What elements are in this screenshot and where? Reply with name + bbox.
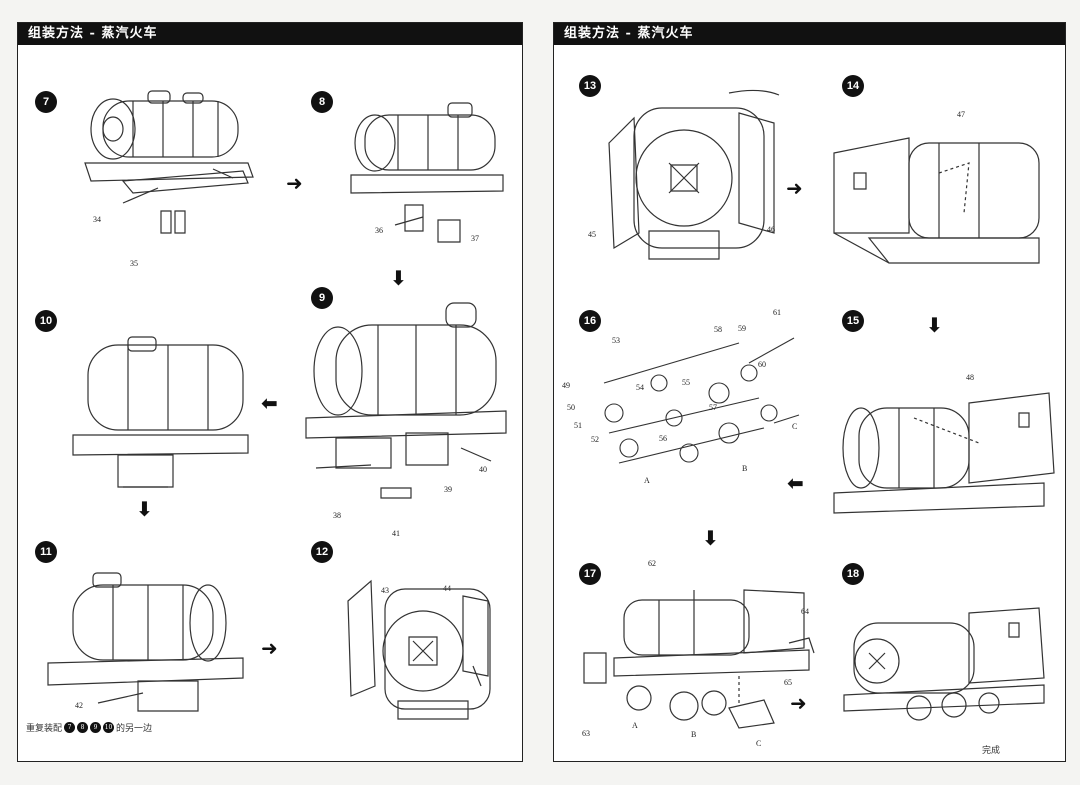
part-label-63: 63 <box>582 729 590 738</box>
step-14-illustration <box>829 123 1044 283</box>
part-label-37: 37 <box>471 234 479 243</box>
step-12-badge: 12 <box>311 541 333 563</box>
repeat-step-9-dot: 9 <box>90 722 102 733</box>
part-label-C-step17: C <box>756 739 762 748</box>
repeat-step-7-dot: 7 <box>64 722 76 733</box>
part-label-39: 39 <box>444 485 452 494</box>
flow-arrow-down-16-17: ⬇ <box>702 526 719 550</box>
part-label-36: 36 <box>375 226 383 235</box>
flow-arrow-left-9-10: ⬅ <box>261 391 278 415</box>
part-label-B-step17: B <box>691 730 697 739</box>
flow-arrow-right-17-18: ➜ <box>790 691 807 715</box>
part-label-A-step17: A <box>632 721 638 730</box>
part-label-52: 52 <box>591 435 599 444</box>
part-label-55: 55 <box>682 378 690 387</box>
part-label-A-step16: A <box>644 476 650 485</box>
part-label-48: 48 <box>966 373 974 382</box>
step-18-illustration <box>839 603 1049 733</box>
step-8-badge: 8 <box>311 91 333 113</box>
part-label-43: 43 <box>381 586 389 595</box>
part-label-57: 57 <box>709 403 717 412</box>
part-label-49: 49 <box>562 381 570 390</box>
flow-arrow-right-7-8: ➜ <box>286 171 303 195</box>
instruction-page-right: 组装方法 - 蒸汽火车 13 45 46 ➜ 14 47 16 <box>553 22 1066 762</box>
part-label-35: 35 <box>130 259 138 268</box>
step-8-illustration <box>343 95 508 245</box>
repeat-note-suffix: 的另一边 <box>116 724 153 734</box>
part-label-34: 34 <box>93 215 101 224</box>
step-7-badge: 7 <box>35 91 57 113</box>
step-15-illustration <box>829 388 1057 523</box>
step-16-illustration <box>589 323 804 498</box>
part-label-38: 38 <box>333 511 341 520</box>
step-13-illustration <box>599 83 784 268</box>
part-label-47: 47 <box>957 110 965 119</box>
part-label-46: 46 <box>767 225 775 234</box>
part-label-60: 60 <box>758 360 766 369</box>
repeat-note-prefix: 重复装配 <box>26 724 63 734</box>
step-9-illustration <box>296 293 516 513</box>
part-label-65: 65 <box>784 678 792 687</box>
flow-arrow-down-8-9: ⬇ <box>390 266 407 290</box>
flow-arrow-right-11-12: ➜ <box>261 636 278 660</box>
part-label-B-step16: B <box>742 464 748 473</box>
flow-arrow-right-13-14: ➜ <box>786 176 803 200</box>
part-label-51: 51 <box>574 421 582 430</box>
part-label-45: 45 <box>588 230 596 239</box>
part-label-59: 59 <box>738 324 746 333</box>
step-14-badge: 14 <box>842 75 864 97</box>
step-7-illustration <box>63 83 263 223</box>
part-label-62: 62 <box>648 559 656 568</box>
step-11-illustration <box>43 563 248 723</box>
step-15-badge: 15 <box>842 310 864 332</box>
part-label-64: 64 <box>801 607 809 616</box>
step-17-badge: 17 <box>579 563 601 585</box>
step-18-badge: 18 <box>842 563 864 585</box>
flow-arrow-left-15-16: ⬅ <box>787 471 804 495</box>
part-label-40: 40 <box>479 465 487 474</box>
step-17-illustration <box>579 578 819 743</box>
flow-arrow-down-14-15: ⬇ <box>926 313 943 337</box>
flow-arrow-down-10-11: ⬇ <box>136 497 153 521</box>
page-header-left: 组装方法 - 蒸汽火车 <box>18 23 522 45</box>
step-12-illustration <box>343 571 503 731</box>
completion-label: 完成 <box>982 746 1001 756</box>
part-label-54: 54 <box>636 383 644 392</box>
repeat-assembly-note: 重复装配 7 8 9 10 的另一边 <box>26 721 152 734</box>
repeat-step-8-dot: 8 <box>77 722 89 733</box>
step-10-illustration <box>68 335 253 495</box>
part-label-56: 56 <box>659 434 667 443</box>
part-label-61: 61 <box>773 308 781 317</box>
step-9-badge: 9 <box>311 287 333 309</box>
part-label-53-top: 53 <box>612 336 620 345</box>
page-header-right: 组装方法 - 蒸汽火车 <box>554 23 1065 45</box>
step-11-badge: 11 <box>35 541 57 563</box>
repeat-step-10-dot: 10 <box>103 722 115 733</box>
step-10-badge: 10 <box>35 310 57 332</box>
part-label-42: 42 <box>75 701 83 710</box>
part-label-41: 41 <box>392 529 400 538</box>
part-label-58: 58 <box>714 325 722 334</box>
part-label-50: 50 <box>567 403 575 412</box>
part-label-C-step16: C <box>792 422 798 431</box>
step-16-badge: 16 <box>579 310 601 332</box>
instruction-page-left: 组装方法 - 蒸汽火车 7 34 35 ➜ 8 <box>17 22 523 762</box>
part-label-44: 44 <box>443 584 451 593</box>
step-13-badge: 13 <box>579 75 601 97</box>
